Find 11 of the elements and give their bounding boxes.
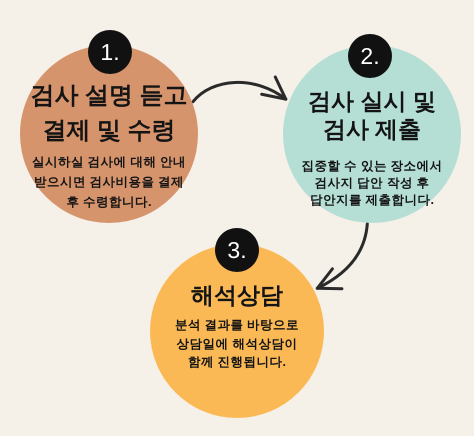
step-description: 실시하실 검사에 대해 안내 받으시면 검사비용을 결제 후 수령합니다. xyxy=(32,154,186,211)
curved-arrow xyxy=(192,76,288,104)
step-title: 검사 설명 듣고 결제 및 수령 xyxy=(30,81,188,146)
step-title: 검사 실시 및 검사 제출 xyxy=(308,87,436,143)
number-circle: 1. xyxy=(88,30,132,74)
number-circle: 3. xyxy=(215,228,259,272)
step-description: 집중할 수 있는 장소에서 검사지 답안 작성 후 답안지를 제출합니다. xyxy=(302,158,442,208)
curved-arrow xyxy=(316,222,369,290)
number-circle: 2. xyxy=(348,34,392,78)
step-description: 분석 결과를 바탕으로 상담일에 해석상담이 함께 진행됩니다. xyxy=(174,317,300,371)
step-title: 해석상담 xyxy=(191,281,283,310)
